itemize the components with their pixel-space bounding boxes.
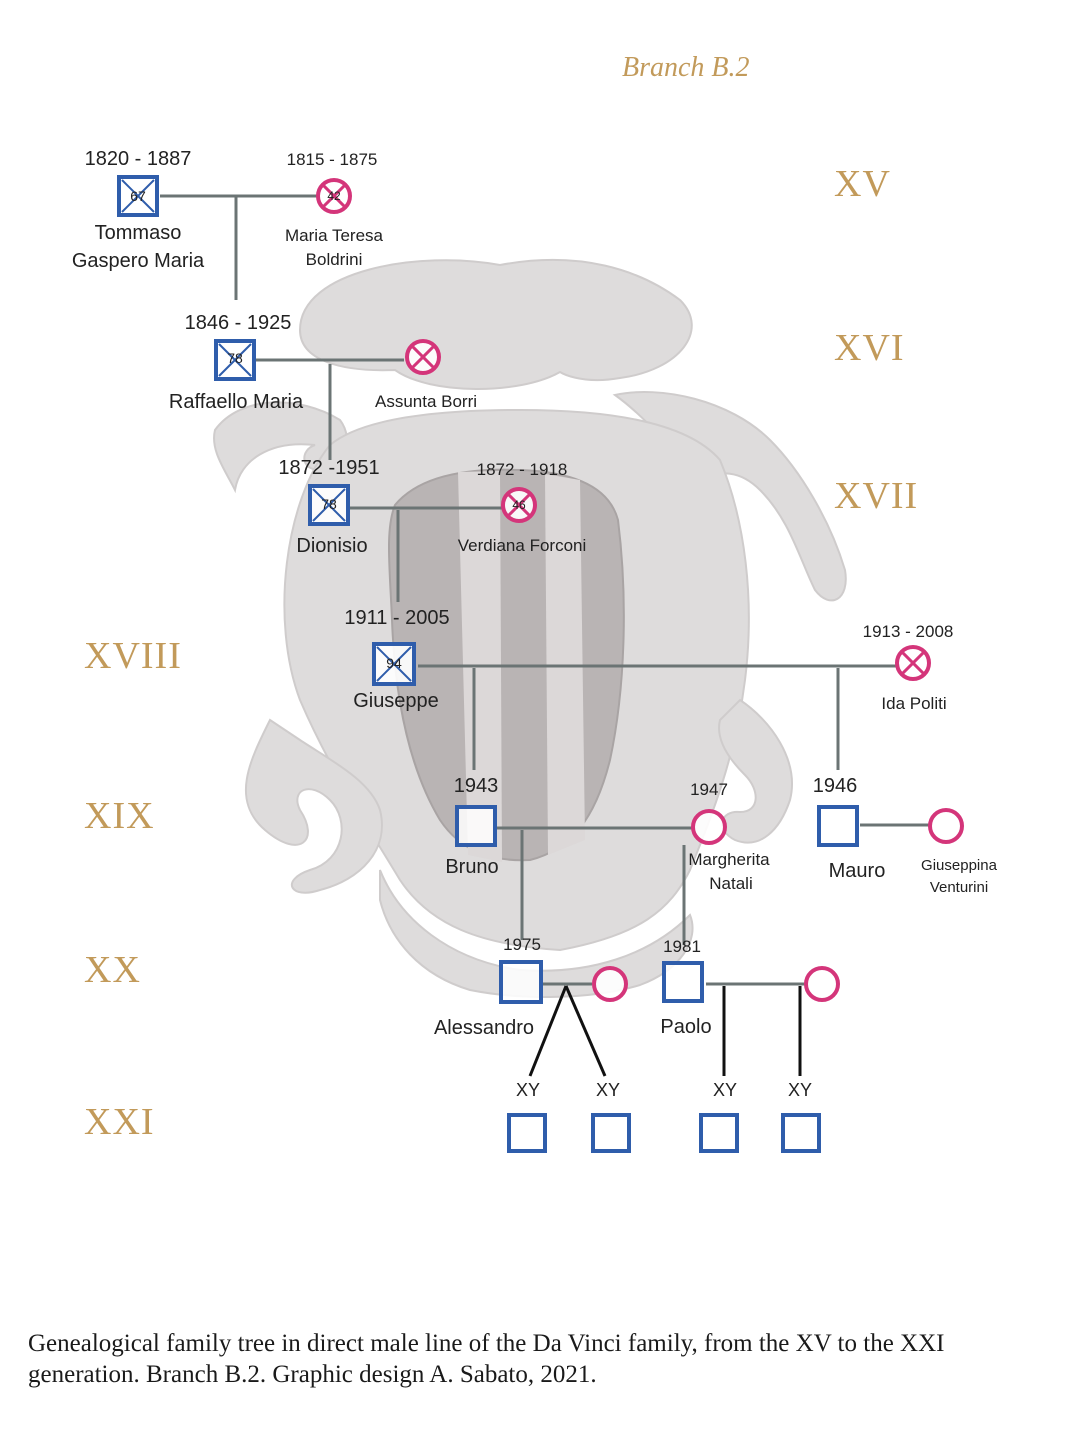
giuseppe-name: Giuseppe (353, 690, 439, 712)
verdiana-age: 46 (512, 498, 526, 512)
raffaello-dates: 1846 - 1925 (184, 312, 292, 334)
raffaello-symbol-cross-b (218, 343, 252, 377)
verdiana-name: Verdiana Forconi (457, 536, 587, 555)
crest-top-scroll (298, 258, 693, 390)
giuseppe-dates: 1911 - 2005 (344, 607, 450, 629)
branch-title: Branch B.2 (622, 52, 750, 83)
generation-label-xvi: XVI (834, 327, 905, 369)
tommaso-symbol-cross-b (121, 179, 155, 213)
raffaello-age: 78 (227, 350, 243, 366)
paolo-dates: 1981 (663, 937, 701, 956)
descent-line-child-2 (564, 985, 607, 1077)
tommaso-dates: 1820 - 1887 (84, 148, 192, 170)
mauro-name: Mauro (828, 860, 886, 882)
child-2-symbol (591, 1113, 631, 1153)
bruno-dates: 1943 (453, 775, 499, 797)
descent-line-child-1 (528, 985, 568, 1077)
child-4-label: XY (787, 1080, 813, 1100)
verdiana-symbol-cross-b (506, 492, 532, 518)
margherita-symbol (691, 809, 727, 845)
dionisio-dates: 1872 -1951 (278, 457, 380, 479)
figure-caption: Genealogical family tree in direct male … (28, 1330, 945, 1388)
child-3-symbol (699, 1113, 739, 1153)
giuseppina-symbol (928, 808, 964, 844)
generation-label-xx: XX (84, 949, 141, 991)
mauro-dates: 1946 (812, 775, 858, 797)
maria-teresa-name-line2: Boldrini (305, 250, 363, 269)
giuseppina-name-line1: Giuseppina (921, 857, 997, 874)
alessandro-symbol (499, 960, 543, 1004)
dionisio-name: Dionisio (296, 535, 368, 557)
maria-teresa-symbol-cross-b (321, 183, 347, 209)
generation-label-xix: XIX (84, 795, 155, 837)
paolo-name: Paolo (660, 1016, 712, 1038)
assunta-name: Assunta Borri (374, 392, 478, 411)
paolo-wife-symbol (804, 966, 840, 1002)
bruno-name: Bruno (445, 856, 499, 878)
child-1-label: XY (515, 1080, 541, 1100)
tommaso-name-line1: Tommaso (94, 222, 182, 244)
child-3-label: XY (712, 1080, 738, 1100)
ida-dates: 1913 - 2008 (862, 622, 954, 641)
paolo-symbol (662, 961, 704, 1003)
raffaello-name: Raffaello Maria (168, 391, 304, 413)
ida-name: Ida Politi (881, 694, 947, 713)
generation-label-xvii: XVII (834, 475, 919, 517)
margherita-name-line1: Margherita (688, 850, 770, 869)
generation-label-xv: XV (834, 163, 891, 205)
tommaso-age: 67 (130, 188, 146, 204)
dionisio-symbol-cross-b (312, 488, 346, 522)
giuseppe-age: 94 (386, 655, 402, 671)
assunta-symbol-cross-b (410, 344, 436, 370)
giuseppe-symbol-cross-b (376, 646, 412, 682)
crest-left-flourish (244, 718, 383, 894)
ida-symbol-cross-b (900, 650, 926, 676)
maria-teresa-dates: 1815 - 1875 (286, 150, 378, 169)
child-2-label: XY (595, 1080, 621, 1100)
verdiana-dates: 1872 - 1918 (476, 460, 568, 479)
alessandro-wife-symbol (592, 966, 628, 1002)
generation-label-xviii: XVIII (84, 635, 182, 677)
margherita-name-line2: Natali (709, 874, 753, 893)
generation-label-xxi: XXI (84, 1101, 155, 1143)
alessandro-dates: 1975 (503, 935, 541, 954)
alessandro-name: Alessandro (433, 1017, 535, 1039)
mauro-symbol (817, 805, 859, 847)
child-4-symbol (781, 1113, 821, 1153)
tommaso-name-line2: Gaspero Maria (71, 250, 205, 272)
maria-teresa-name-line1: Maria Teresa (285, 226, 383, 245)
maria-teresa-age: 42 (327, 189, 341, 203)
crest-bottom (379, 869, 694, 998)
margherita-dates: 1947 (690, 780, 728, 799)
giuseppina-name-line2: Venturini (929, 879, 989, 896)
bruno-symbol (455, 805, 497, 847)
child-1-symbol (507, 1113, 547, 1153)
dionisio-age: 78 (321, 496, 337, 512)
